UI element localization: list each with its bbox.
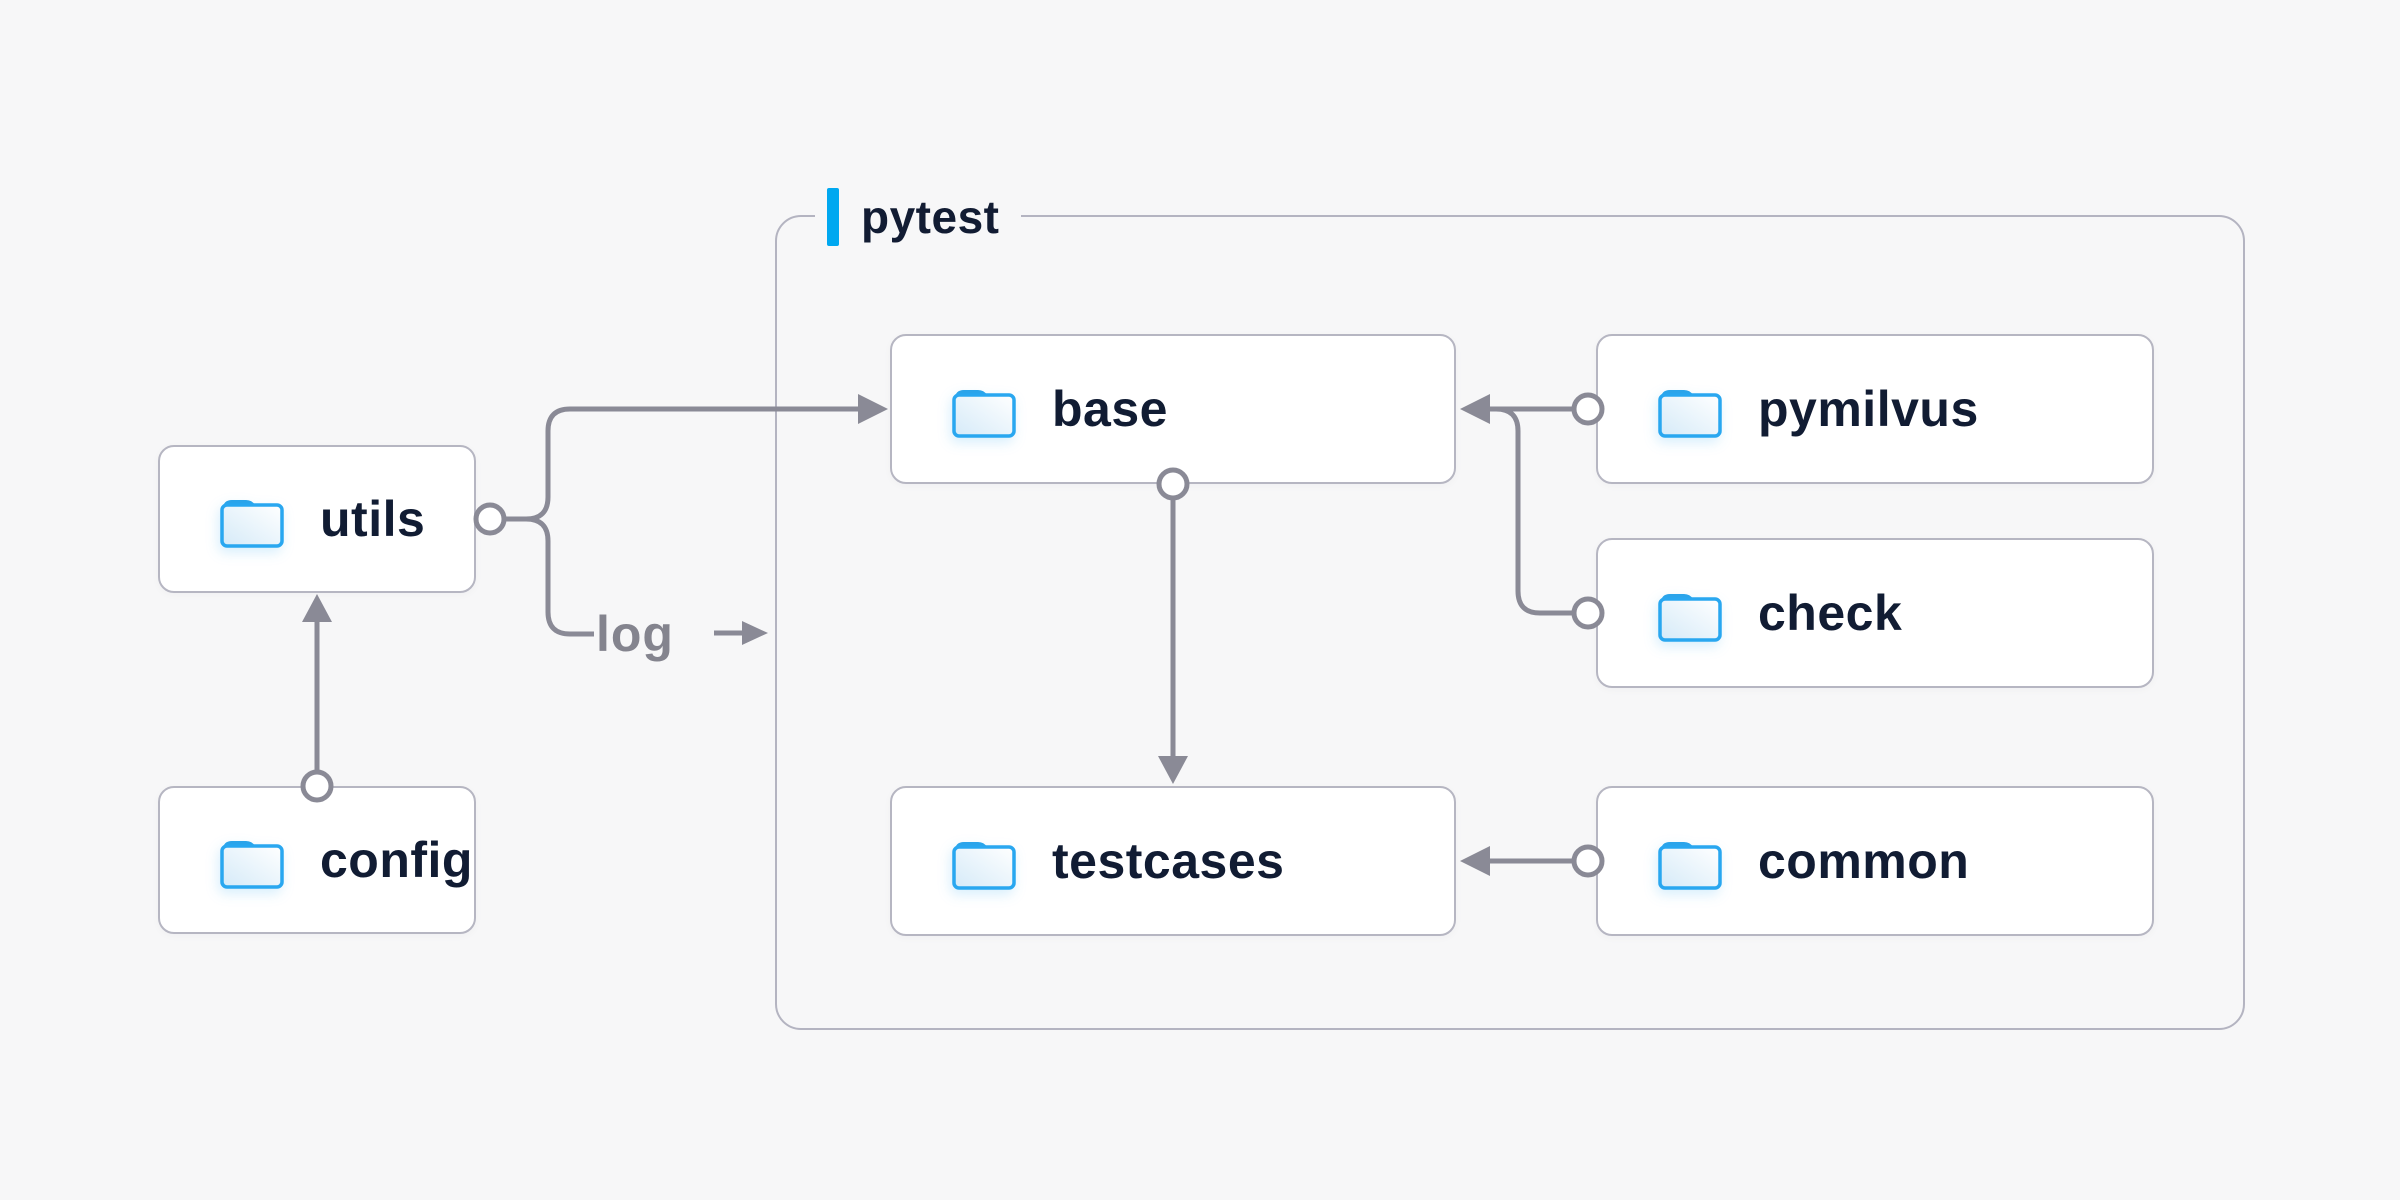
folder-icon bbox=[1658, 594, 1722, 642]
node-check: check bbox=[1596, 538, 2154, 688]
edge-config-utils bbox=[300, 594, 334, 803]
node-pymilvus: pymilvus bbox=[1596, 334, 2154, 484]
node-testcases: testcases bbox=[890, 786, 1456, 936]
node-label: testcases bbox=[1052, 833, 1285, 889]
folder-icon bbox=[952, 390, 1016, 438]
node-label: utils bbox=[320, 491, 426, 547]
pytest-group-label-text: pytest bbox=[861, 191, 1000, 243]
log-edge-label: log bbox=[596, 606, 674, 662]
node-label: config bbox=[320, 832, 473, 888]
node-config: config bbox=[158, 786, 476, 934]
node-label: base bbox=[1052, 381, 1168, 437]
folder-icon bbox=[220, 500, 284, 548]
node-label: pymilvus bbox=[1758, 381, 1979, 437]
node-base: base bbox=[890, 334, 1456, 484]
folder-icon bbox=[952, 842, 1016, 890]
pytest-group-label: pytest bbox=[815, 186, 1022, 248]
node-utils: utils bbox=[158, 445, 476, 593]
node-label: common bbox=[1758, 833, 1970, 889]
folder-icon bbox=[1658, 390, 1722, 438]
node-label: check bbox=[1758, 585, 1903, 641]
node-common: common bbox=[1596, 786, 2154, 936]
pytest-group: pytest bbox=[775, 186, 2245, 1030]
accent-bar-icon bbox=[827, 188, 839, 246]
folder-icon bbox=[220, 841, 284, 889]
folder-icon bbox=[1658, 842, 1722, 890]
